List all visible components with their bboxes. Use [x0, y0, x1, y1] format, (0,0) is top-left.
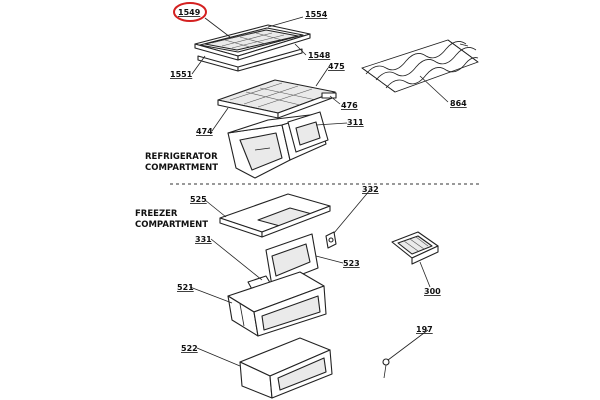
freezer-shelf	[219, 193, 331, 238]
label-197[interactable]: 197	[416, 325, 433, 334]
freezer-basket	[227, 271, 327, 337]
label-476[interactable]: 476	[341, 101, 358, 110]
glass-hatch	[211, 30, 285, 49]
screw-197	[382, 358, 390, 379]
freezer-label-line2: COMPARTMENT	[135, 220, 208, 230]
label-864[interactable]: 864	[450, 99, 467, 108]
label-522[interactable]: 522	[181, 344, 198, 353]
label-525[interactable]: 525	[190, 195, 207, 204]
ice-tray	[391, 231, 439, 265]
crisper-cover	[217, 79, 337, 119]
refrigerator-label-line2: COMPARTMENT	[145, 163, 218, 173]
label-1551[interactable]: 1551	[170, 70, 193, 79]
wine-rack	[361, 39, 479, 93]
section-labels: REFRIGERATOR COMPARTMENT FREEZER COMPART…	[135, 152, 218, 230]
label-474[interactable]: 474	[196, 127, 213, 136]
latch-332	[325, 231, 337, 249]
label-332[interactable]: 332	[362, 185, 379, 194]
label-1549[interactable]: 1549	[178, 8, 201, 17]
label-331[interactable]: 331	[195, 235, 212, 244]
refrigerator-label-line1: REFRIGERATOR	[145, 152, 218, 162]
label-1548[interactable]: 1548	[308, 51, 331, 60]
glass-shelf-assembly	[194, 24, 311, 72]
label-523[interactable]: 523	[343, 259, 360, 268]
freezer-lower-drawer	[239, 337, 333, 399]
label-300[interactable]: 300	[424, 287, 441, 296]
crisper-drawers	[227, 111, 329, 179]
label-1554[interactable]: 1554	[305, 10, 328, 19]
label-311[interactable]: 311	[347, 118, 364, 127]
label-521[interactable]: 521	[177, 283, 194, 292]
leader-lines	[189, 16, 449, 367]
part-labels: 1549 1554 1548 1551 475 476 474 311 864 …	[170, 8, 467, 353]
freezer-label-line1: FREEZER	[135, 209, 178, 219]
label-475[interactable]: 475	[328, 62, 345, 71]
highlight-circle-1549	[173, 2, 207, 22]
